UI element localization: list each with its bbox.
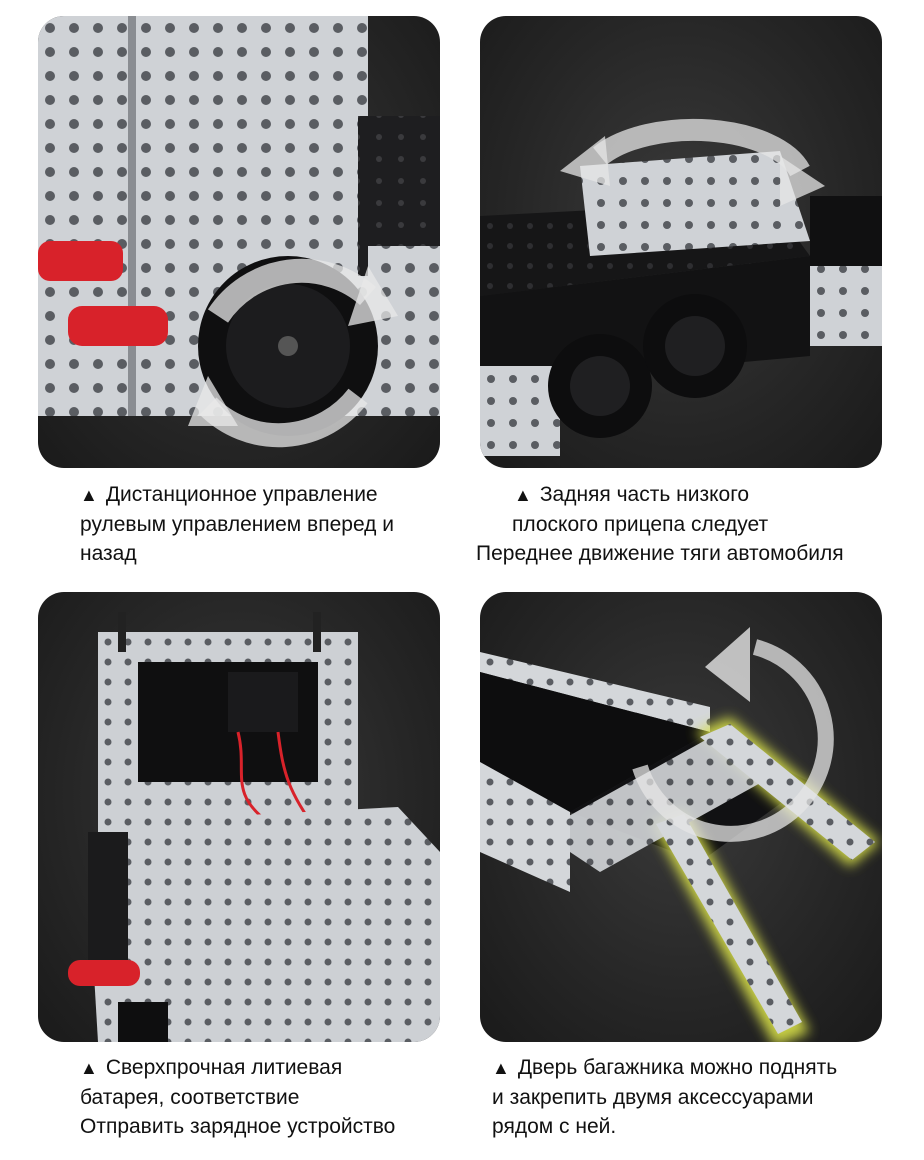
caption-trailer: ▲ Задняя часть низкого плоского прицепа с… <box>476 480 844 568</box>
caption-line: Переднее движение тяги автомобиля <box>476 542 844 565</box>
photo-panel-trailer <box>480 16 882 468</box>
caption-line: и закрепить двумя аксессуарами <box>492 1086 814 1109</box>
caption-line: Задняя часть низкого <box>539 483 750 506</box>
caption-line: назад <box>80 542 137 565</box>
photo-panel-tailgate <box>480 592 882 1042</box>
triangle-bullet-icon: ▲ <box>80 1058 98 1078</box>
photo-panel-battery <box>38 592 440 1042</box>
battery-cab-image <box>68 612 440 1042</box>
triangle-bullet-icon: ▲ <box>80 485 98 505</box>
caption-battery: ▲ Сверхпрочная литиевая батарея, соответс… <box>80 1053 395 1141</box>
caption-line: Сверхпрочная литиевая <box>105 1056 343 1079</box>
triangle-bullet-icon: ▲ <box>492 1058 510 1078</box>
caption-line: рядом с ней. <box>492 1115 617 1138</box>
caption-line: плоского прицепа следует <box>512 513 769 536</box>
caption-line: рулевым управлением вперед и <box>80 513 394 536</box>
triangle-bullet-icon: ▲ <box>514 485 532 505</box>
caption-steering: ▲ Дистанционное управление рулевым управл… <box>80 480 394 568</box>
trailer-image <box>480 118 882 456</box>
photo-panel-steering <box>38 16 440 468</box>
truck-cab-image <box>38 16 440 448</box>
tailgate-image <box>480 627 880 1042</box>
caption-line: Дистанционное управление <box>105 483 378 506</box>
caption-line: Отправить зарядное устройство <box>80 1115 396 1138</box>
caption-line: батарея, соответствие <box>80 1086 300 1109</box>
caption-tailgate: ▲ Дверь багажника можно поднять и закрепи… <box>492 1053 837 1141</box>
caption-line: Дверь багажника можно поднять <box>517 1056 838 1079</box>
